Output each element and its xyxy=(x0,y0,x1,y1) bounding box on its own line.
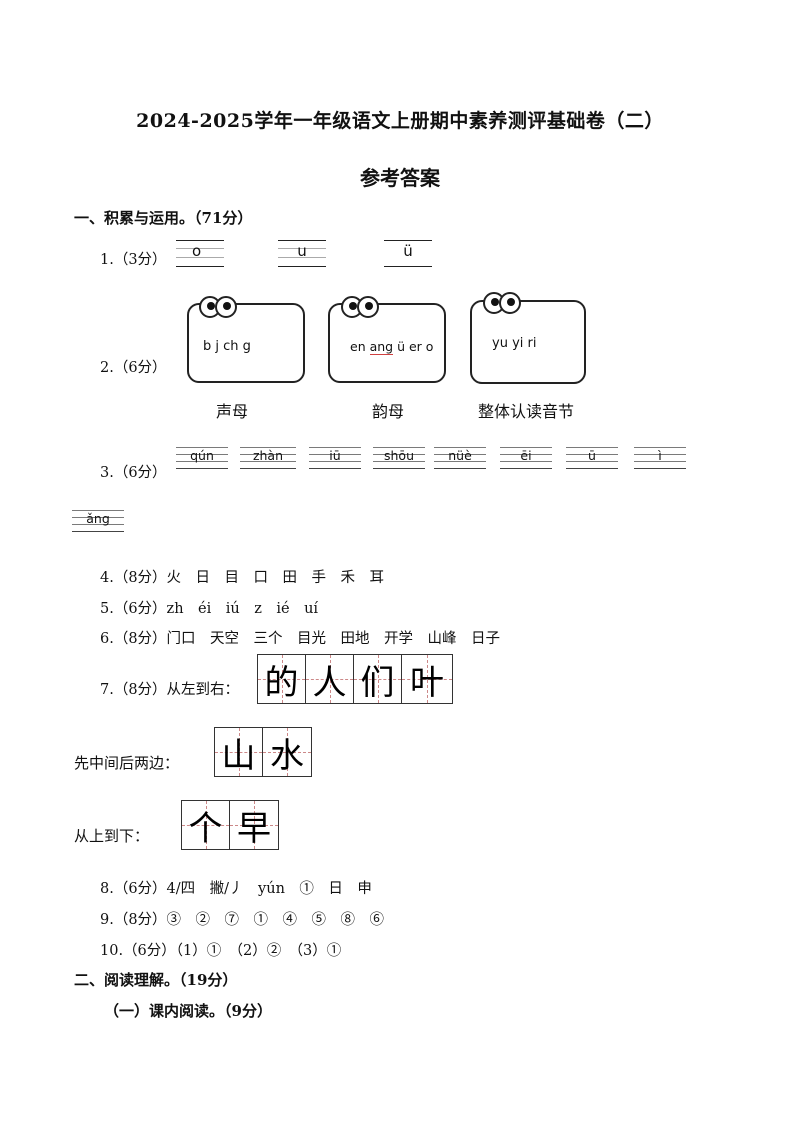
box-content: yu yi ri xyxy=(492,336,537,351)
page-title: 2024-2025学年一年级语文上册期中素养测评基础卷（二） xyxy=(136,110,664,132)
question-1-label: 1.（3分） xyxy=(100,252,167,268)
pinyin-grid: ì xyxy=(634,447,686,469)
box-content: b j ch g xyxy=(203,339,251,354)
question-7-label-3: 从上到下： xyxy=(74,827,150,845)
initials-box: b j ch g xyxy=(187,303,305,383)
page-subtitle: 参考答案 xyxy=(360,166,440,190)
question-9: 9.（8分）③ ② ⑦ ① ④ ⑤ ⑧ ⑥ xyxy=(100,912,385,928)
question-5: 5.（6分）zh éi iú z ié uí xyxy=(100,601,319,617)
character-grid: 的 人 们 叶 xyxy=(257,654,453,704)
grid-character: 人 xyxy=(312,662,347,703)
question-7-label-2: 先中间后两边： xyxy=(74,754,180,772)
character-grid: 山 水 xyxy=(214,727,312,777)
eyes-icon xyxy=(341,296,381,318)
pinyin-grid: ǎng xyxy=(72,510,124,532)
question-10: 10.（6分）（1）① （2）② （3）① xyxy=(100,943,342,959)
grid-character: 水 xyxy=(270,735,304,776)
box-content: en ang ü er o xyxy=(350,339,434,355)
pinyin-grid: ü xyxy=(384,240,432,267)
pinyin-answer: ü xyxy=(403,242,413,260)
grid-character: 山 xyxy=(221,735,256,776)
eyes-icon xyxy=(199,296,239,318)
pinyin-answer: o xyxy=(192,242,202,260)
pinyin-grid: zhàn xyxy=(240,447,296,469)
question-7-label: 7.（8分）从左到右： xyxy=(100,682,240,698)
grid-character: 早 xyxy=(237,808,271,849)
subsection-heading: （一）课内阅读。（9分） xyxy=(104,1002,272,1020)
grid-character: 个 xyxy=(188,808,223,849)
question-8: 8.（6分）4/四 撇/丿 yún ① 日 申 xyxy=(100,881,372,897)
question-3-label: 3.（6分） xyxy=(100,465,167,481)
pinyin-grid: ū xyxy=(566,447,618,469)
character-grid: 个 早 xyxy=(181,800,279,850)
box-caption: 整体认读音节 xyxy=(478,402,575,421)
pinyin-answer: u xyxy=(297,242,307,260)
question-2-label: 2.（6分） xyxy=(100,360,167,376)
pinyin-grid: ēi xyxy=(500,447,552,469)
pinyin-grid: o xyxy=(176,240,224,267)
section-heading-2: 二、阅读理解。（19分） xyxy=(74,971,238,989)
grid-character: 们 xyxy=(360,662,395,703)
section-heading-1: 一、积累与运用。（71分） xyxy=(74,209,253,227)
pinyin-grid: nüè xyxy=(434,447,486,469)
whole-syllable-box: yu yi ri xyxy=(470,300,586,384)
pinyin-grid: shōu xyxy=(373,447,425,469)
box-caption: 韵母 xyxy=(372,402,405,421)
pinyin-grid: u xyxy=(278,240,326,267)
eyes-icon xyxy=(483,292,523,314)
grid-character: 的 xyxy=(264,662,299,703)
question-6: 6.（8分）门口 天空 三个 目光 田地 开学 山峰 日子 xyxy=(100,631,501,647)
box-caption: 声母 xyxy=(216,402,249,421)
pinyin-grid: qún xyxy=(176,447,228,469)
grid-character: 叶 xyxy=(410,662,444,703)
pinyin-grid: iū xyxy=(309,447,361,469)
question-4: 4.（8分）火 日 目 口 田 手 禾 耳 xyxy=(100,570,385,586)
